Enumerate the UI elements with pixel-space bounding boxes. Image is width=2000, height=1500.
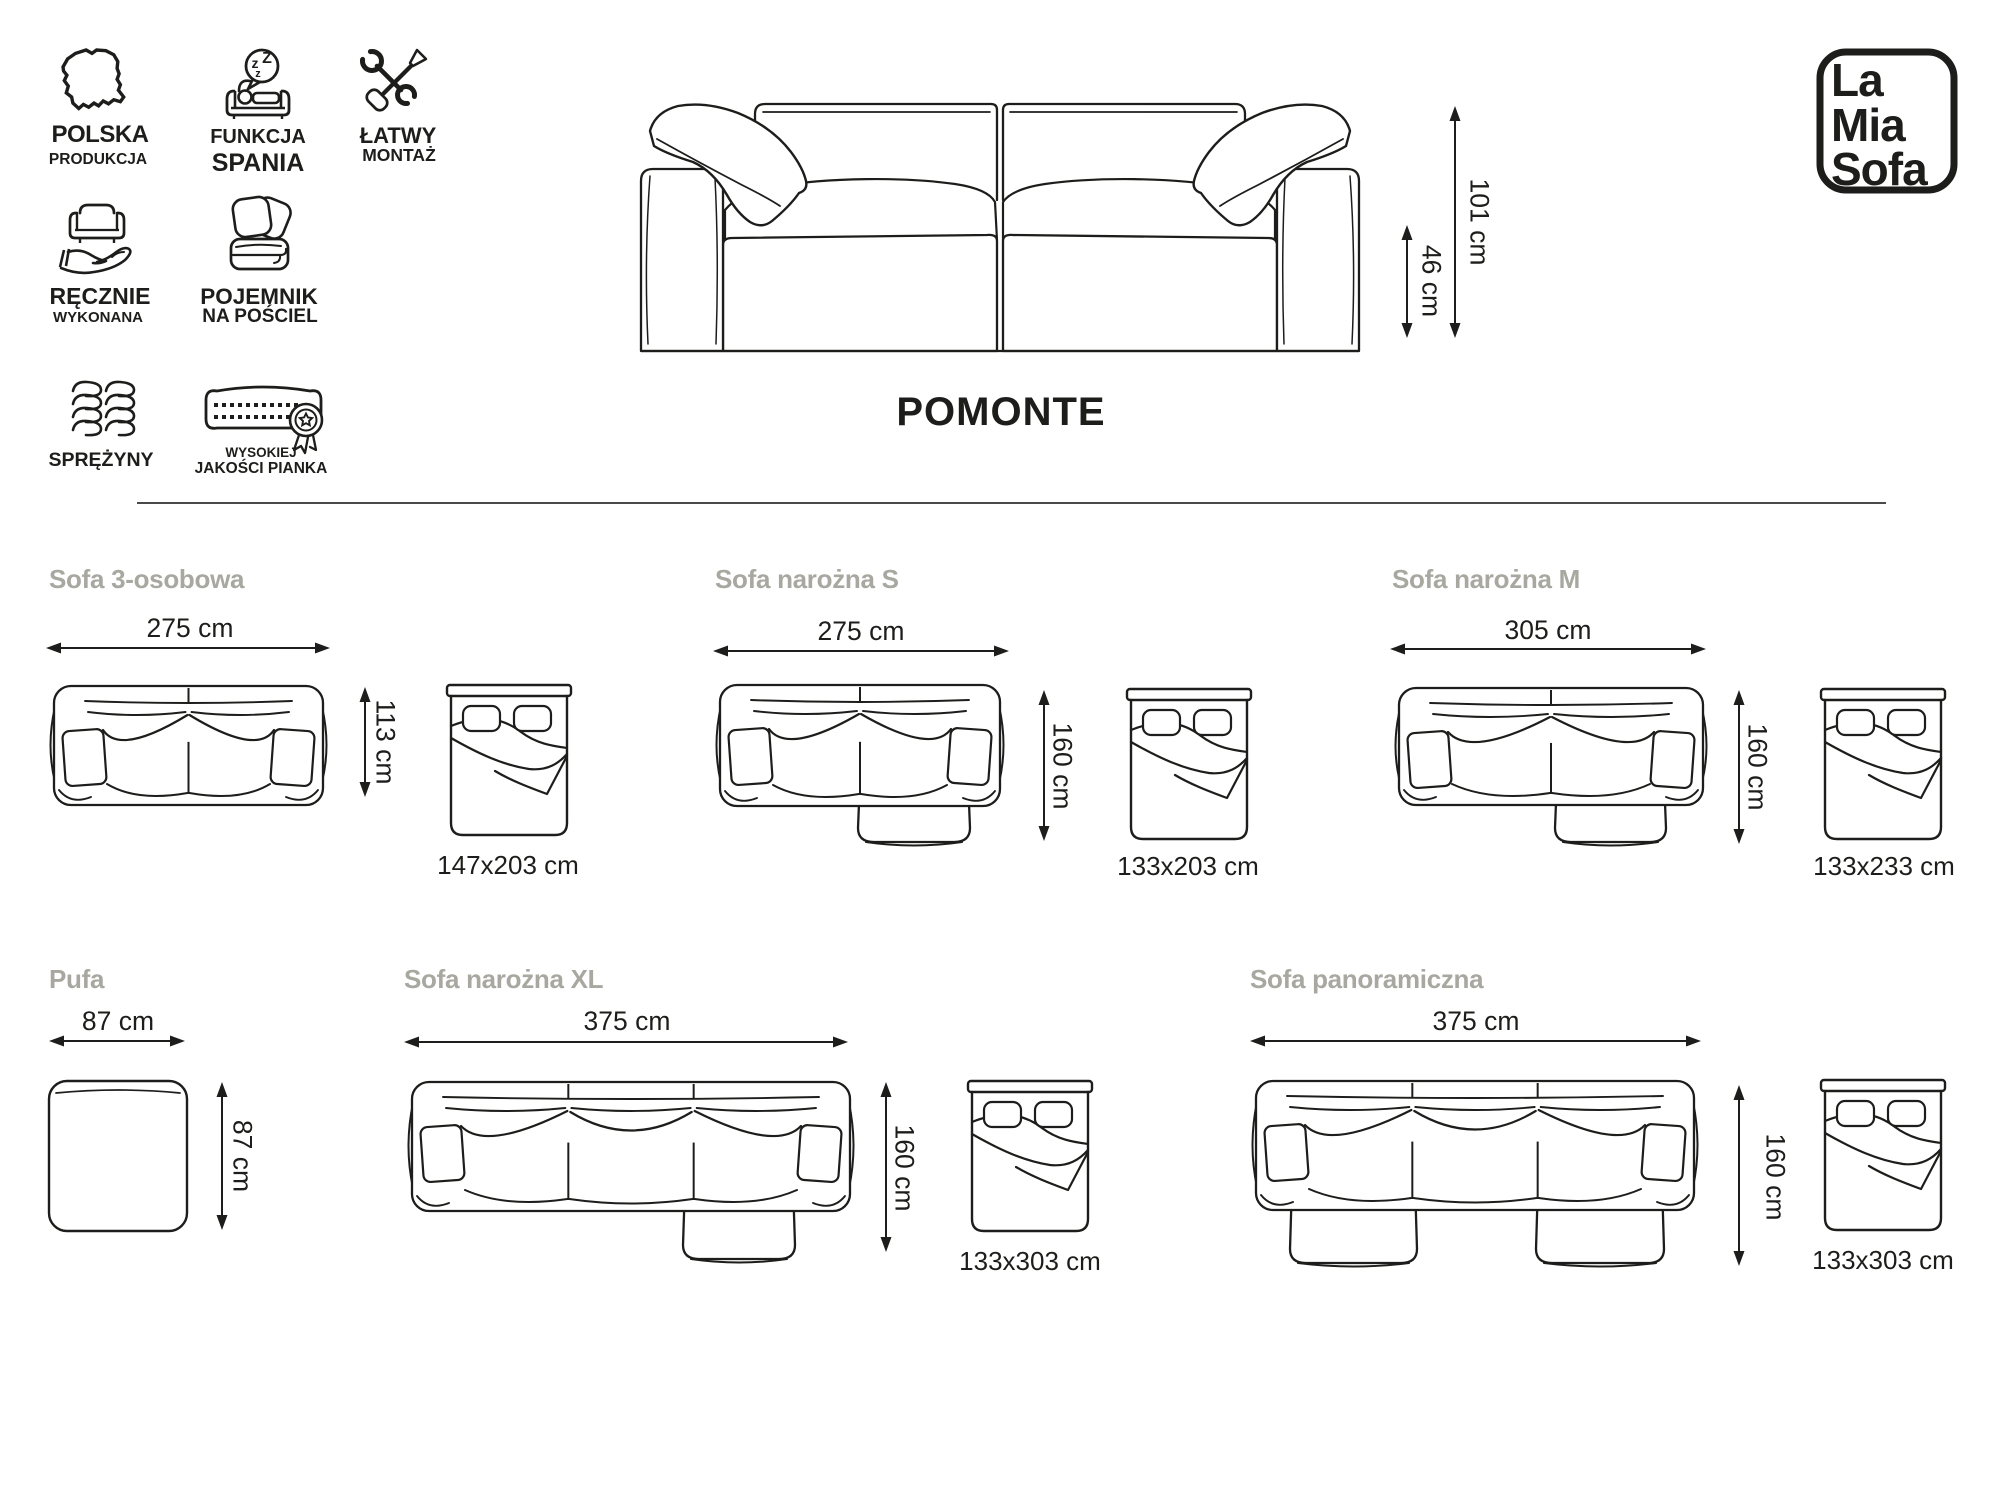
- svg-text:ŁATWY: ŁATWY: [360, 123, 437, 148]
- svg-text:160 cm: 160 cm: [890, 1125, 920, 1212]
- svg-text:SPANIA: SPANIA: [212, 149, 305, 177]
- svg-text:MONTAŻ: MONTAŻ: [362, 145, 436, 165]
- svg-text:160 cm: 160 cm: [1743, 724, 1773, 811]
- svg-text:PRODUKCJA: PRODUKCJA: [49, 151, 147, 168]
- svg-text:375 cm: 375 cm: [584, 1006, 671, 1036]
- svg-text:POMONTE: POMONTE: [896, 390, 1105, 434]
- svg-text:133x303 cm: 133x303 cm: [959, 1246, 1101, 1276]
- svg-text:305 cm: 305 cm: [1505, 615, 1592, 645]
- svg-text:JAKOŚCI PIANKA: JAKOŚCI PIANKA: [195, 459, 328, 477]
- svg-text:POLSKA: POLSKA: [51, 121, 148, 148]
- svg-text:Sofa: Sofa: [1831, 143, 1928, 195]
- svg-text:FUNKCJA: FUNKCJA: [210, 126, 306, 148]
- svg-text:Sofa narożna M: Sofa narożna M: [1392, 564, 1580, 594]
- svg-text:87 cm: 87 cm: [82, 1006, 154, 1036]
- svg-text:160 cm: 160 cm: [1761, 1134, 1791, 1221]
- svg-text:160 cm: 160 cm: [1048, 723, 1078, 810]
- svg-text:113 cm: 113 cm: [371, 700, 401, 785]
- svg-text:275 cm: 275 cm: [147, 613, 234, 643]
- svg-text:Sofa narożna S: Sofa narożna S: [715, 564, 899, 594]
- svg-text:46 cm: 46 cm: [1417, 245, 1447, 317]
- svg-text:POJEMNIK: POJEMNIK: [200, 284, 318, 309]
- svg-text:Pufa: Pufa: [49, 964, 105, 994]
- svg-text:275 cm: 275 cm: [818, 616, 905, 646]
- svg-text:101 cm: 101 cm: [1465, 179, 1495, 266]
- svg-text:Sofa 3-osobowa: Sofa 3-osobowa: [49, 564, 245, 594]
- svg-text:SPRĘŻYNY: SPRĘŻYNY: [48, 448, 153, 471]
- svg-text:z: z: [255, 68, 261, 80]
- svg-text:375 cm: 375 cm: [1433, 1006, 1520, 1036]
- svg-text:Mia: Mia: [1831, 99, 1906, 151]
- svg-text:La: La: [1831, 54, 1884, 106]
- svg-text:WYKONANA: WYKONANA: [53, 309, 143, 326]
- svg-text:Sofa panoramiczna: Sofa panoramiczna: [1250, 964, 1484, 994]
- svg-text:133x203 cm: 133x203 cm: [1117, 851, 1259, 881]
- svg-text:Z: Z: [262, 50, 272, 67]
- svg-text:Sofa narożna XL: Sofa narożna XL: [404, 964, 604, 994]
- svg-text:RĘCZNIE: RĘCZNIE: [50, 283, 151, 309]
- svg-text:133x233 cm: 133x233 cm: [1813, 851, 1955, 881]
- svg-text:WYSOKIEJ: WYSOKIEJ: [225, 445, 296, 460]
- svg-text:87 cm: 87 cm: [228, 1120, 258, 1192]
- svg-text:133x303 cm: 133x303 cm: [1812, 1245, 1954, 1275]
- svg-text:z: z: [252, 55, 259, 71]
- svg-text:147x203 cm: 147x203 cm: [437, 850, 579, 880]
- svg-text:NA POŚCIEL: NA POŚCIEL: [202, 305, 318, 327]
